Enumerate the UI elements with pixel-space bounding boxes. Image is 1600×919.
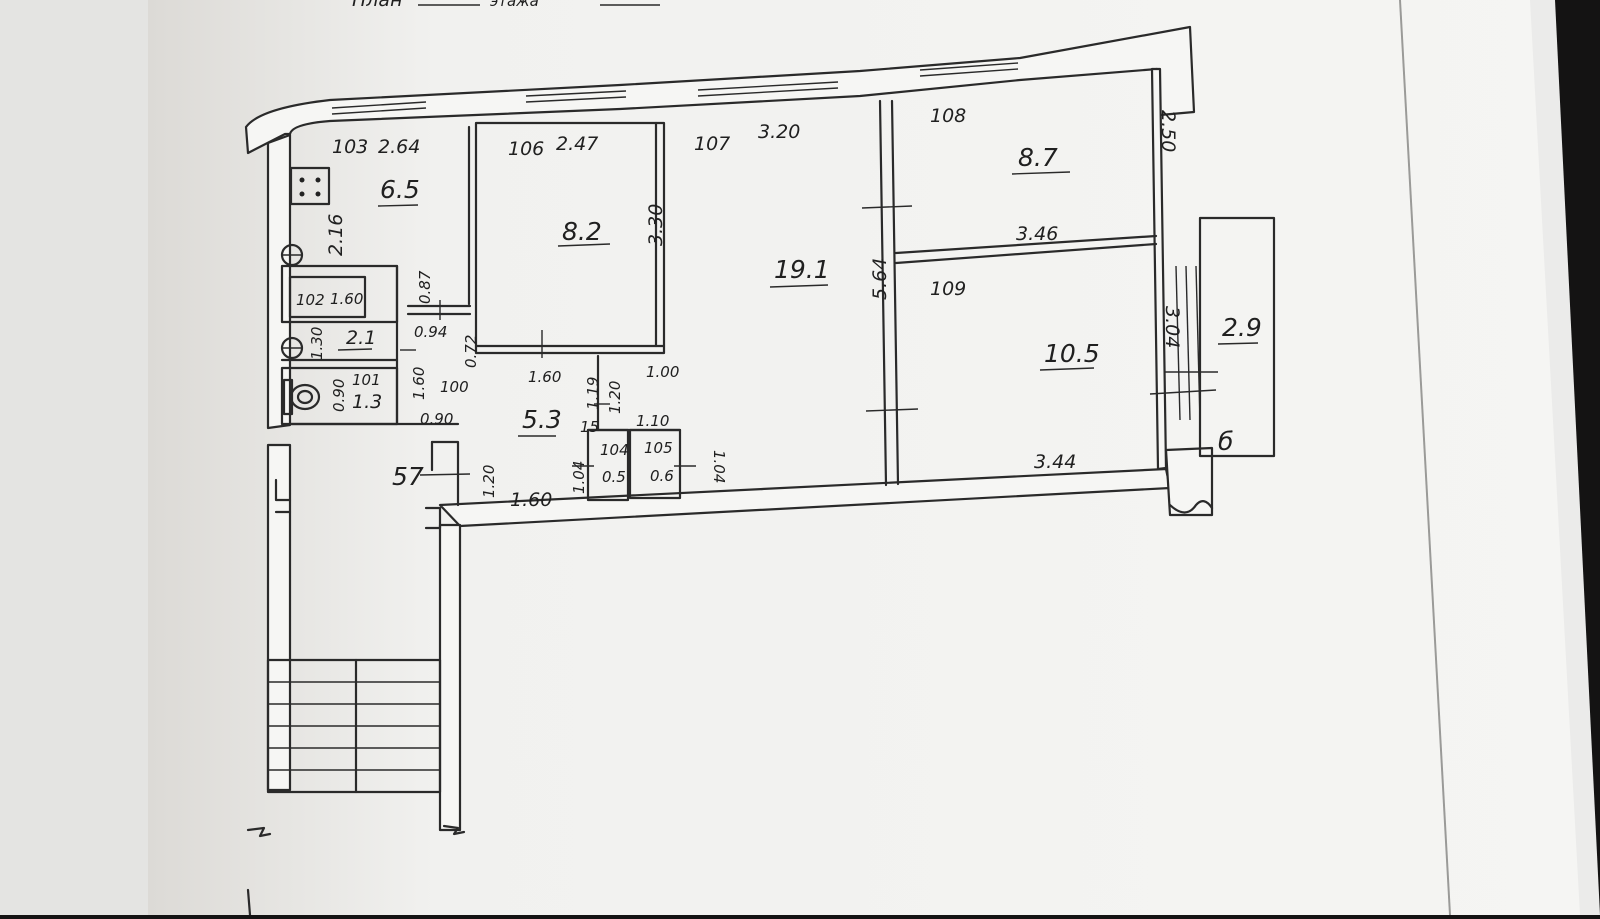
room-104-number: 104 [600,441,629,459]
room-109: 109 10.5 3.04 3.44 [930,278,1183,473]
room-109-area: 10.5 [1044,339,1100,368]
header-note: этажа [490,0,539,10]
room-105: 105 0.6 1.04 [644,439,728,485]
room-104: 104 0.5 1.04 [570,441,629,494]
corridor-dim-2: 1.00 [646,363,679,381]
room-102-number: 102 [296,291,325,309]
room-102: 102 1.60 2.1 1.30 [296,290,376,360]
room-106-area: 8.2 [562,217,602,246]
corridor-dim-4: 1.20 [606,381,624,414]
corridor-dim-1: 1.60 [528,368,561,386]
room-103-number: 103 [332,136,368,158]
room-103-dim: 2.64 [378,136,420,158]
room-109-height: 3.04 [1161,306,1183,348]
room-109-dim: 3.44 [1034,451,1076,473]
corridor-dim-5: 1.10 [636,412,669,430]
dim-072: 0.72 [462,335,480,368]
room-106-number: 106 [508,138,544,160]
paper-sheet [148,0,1580,915]
room-106-dim: 2.47 [556,133,598,155]
room-103: 103 2.64 6.5 2.16 [325,136,420,256]
corridor: 5.3 1.60 1.00 1.19 1.20 1.10 1.60 1.20 [480,363,679,511]
room-104-height: 1.04 [570,461,588,494]
room-101: 101 1.3 0.90 [330,371,382,413]
room-105-height: 1.04 [710,450,728,483]
corridor-area: 5.3 [522,405,562,434]
dim-15: 15 [580,418,599,436]
balcony-mark: б [1218,427,1233,456]
room-108-number: 108 [930,105,966,127]
stair-label: 57 [392,462,424,491]
room-107-height: 5.64 [869,258,891,300]
room-108-height: 2.50 [1157,110,1179,152]
dim-090: 0.90 [420,410,453,428]
header: План этажа [352,0,660,11]
page-border-line [1399,0,1451,916]
room-109-number: 109 [930,278,966,300]
header-text: План [352,0,403,11]
room-102-area: 2.1 [346,327,376,349]
room-108-area: 8.7 [1018,143,1058,172]
corridor-dim-7: 1.20 [480,465,498,498]
misc-dimensions: 0.87 0.94 0.72 1.60 100 0.90 15 57 2.9 б [392,270,1262,491]
room-107-area: 19.1 [774,255,830,284]
balcony-area: 2.9 [1222,313,1262,342]
room-104-area: 0.5 [602,468,626,486]
left-page-edge [0,0,160,915]
room-105-number: 105 [644,439,673,457]
room-107-dim: 3.20 [758,121,800,143]
room-101-number: 101 [352,371,381,389]
dim-087: 0.87 [416,270,434,304]
room-102-height: 1.30 [308,327,326,360]
room-108: 108 8.7 2.50 3.46 [930,105,1179,245]
room-108-dim: 3.46 [1016,223,1058,245]
room-101-height: 0.90 [330,379,348,412]
partitions [246,99,1276,917]
room-101-area: 1.3 [352,391,382,413]
dim-094: 0.94 [414,323,447,341]
dim-160: 1.60 [410,367,428,400]
corridor-dim-6: 1.60 [510,489,552,511]
room-106-height: 3.30 [645,204,667,246]
corridor-dim-3: 1.19 [584,377,602,410]
room-103-height: 2.16 [325,214,347,256]
windows [331,62,1019,115]
room-103-area: 6.5 [380,175,420,204]
room-102-dim: 1.60 [330,290,363,308]
room-107-number: 107 [694,133,730,155]
room-106: 106 2.47 8.2 3.30 [508,133,667,247]
dim-100: 100 [440,378,469,396]
room-105-area: 0.6 [650,467,674,485]
room-107: 107 3.20 19.1 5.64 [694,121,891,300]
